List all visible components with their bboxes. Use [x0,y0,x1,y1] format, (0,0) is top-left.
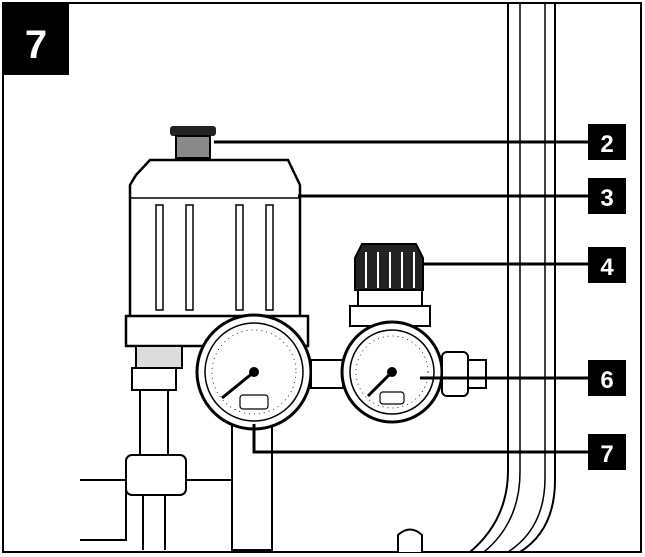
on-off-button [170,126,216,136]
callout-2-label: 2 [600,131,613,158]
callout-7: 7 [588,434,626,470]
callout-4-label: 4 [600,254,614,281]
callout-2: 2 [588,124,626,160]
outlet-pipe [80,367,233,550]
callout-7-label: 7 [600,441,613,468]
callout-3-label: 3 [600,185,613,212]
handle-tube [469,3,556,553]
leader-lines [214,140,588,454]
callout-4: 4 [588,247,626,283]
callout-6-label: 6 [600,367,613,394]
tank-fitting [397,528,423,552]
pressure-regulator [340,243,487,424]
callout-3: 3 [588,178,626,214]
step-badge: 7 [3,3,69,75]
tank-pressure-gauge [195,313,344,551]
step-number: 7 [25,23,47,67]
callout-6: 6 [588,360,626,396]
